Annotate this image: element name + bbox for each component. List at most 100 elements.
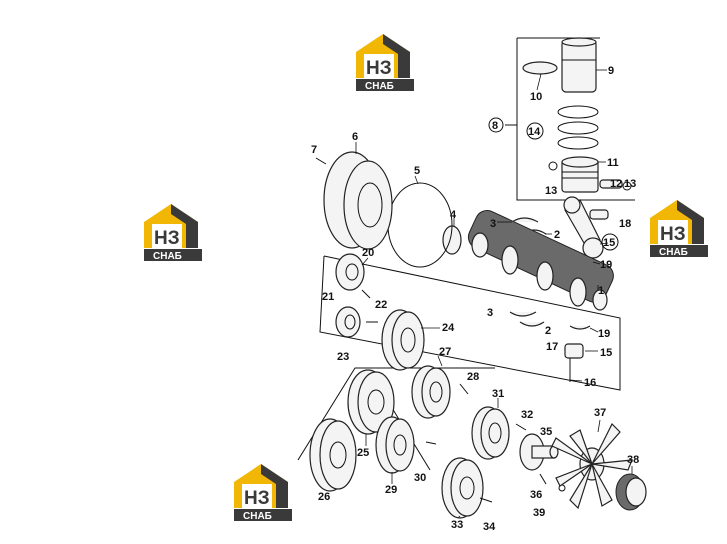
flywheel-bolt — [315, 157, 327, 165]
cooling-fan — [551, 422, 633, 510]
callout: 37 — [594, 407, 606, 419]
pulley-31 — [471, 406, 510, 460]
bearing-shell-lower-2 — [519, 321, 545, 327]
callout: 13 — [545, 185, 557, 197]
pulley-26 — [309, 418, 357, 492]
callout: 39 — [533, 507, 545, 519]
pin-retainer-right — [622, 181, 632, 191]
logo-sub-text: СНАБ — [153, 251, 182, 262]
callout: 28 — [467, 371, 479, 383]
callout: 7 — [311, 144, 317, 156]
watermark-logo: НЗ СНАБ — [646, 198, 708, 258]
callout: 13 — [624, 178, 636, 190]
watermark-logo: НЗ СНАБ — [230, 462, 292, 522]
viscous-fan-clutch — [615, 473, 647, 511]
small-end-bushing — [589, 209, 609, 220]
callout: 10 — [530, 91, 542, 103]
bolt-32 — [515, 423, 527, 431]
callout: 20 — [362, 247, 374, 259]
callout: 12 — [610, 178, 622, 190]
callout: 19 — [600, 259, 612, 271]
callout: 24 — [442, 322, 455, 334]
callout: 29 — [385, 484, 397, 496]
leader-lines — [355, 69, 633, 519]
crankshaft — [467, 210, 614, 311]
logo-sub-text: СНАБ — [365, 81, 394, 92]
callout: 11 — [607, 157, 619, 169]
piston — [561, 156, 599, 193]
connecting-rod — [563, 196, 604, 259]
house-logo-icon: НЗ СНАБ — [234, 464, 292, 522]
fan-hub — [519, 433, 559, 471]
house-logo-icon: НЗ СНАБ — [356, 34, 414, 92]
front-hub — [335, 253, 365, 291]
callout: 9 — [608, 65, 614, 77]
callout: 22 — [375, 299, 387, 311]
callout: 3 — [490, 218, 496, 230]
rod-cap — [564, 343, 584, 359]
callout: 35 — [540, 426, 552, 438]
callout: 4 — [450, 209, 457, 221]
logo-main-text: НЗ — [366, 58, 392, 79]
callout: 1 — [598, 285, 604, 297]
front-hub-small — [335, 306, 361, 338]
callout: 6 — [352, 131, 358, 143]
callout: 32 — [521, 409, 533, 421]
fan-hub-bolt — [539, 473, 547, 485]
watermark-logo: НЗ СНАБ — [352, 32, 414, 92]
callout-circle — [488, 117, 504, 133]
callout-circle — [526, 122, 544, 140]
callout: 2 — [545, 325, 551, 337]
callout: 2 — [554, 229, 560, 241]
piston-rings — [557, 105, 599, 150]
callout: 5 — [414, 165, 420, 177]
callout: 17 — [546, 341, 558, 353]
callout: 34 — [483, 521, 496, 533]
callout: 16 — [584, 377, 596, 389]
callout: 27 — [439, 346, 451, 358]
callout: 18 — [619, 218, 631, 230]
logo-main-text: НЗ — [154, 228, 180, 249]
flywheel-housing-gasket — [387, 182, 453, 268]
bearing-shell-upper — [511, 217, 539, 223]
pulley-25 — [347, 369, 395, 435]
hub-bolt — [361, 289, 371, 299]
watermark-logo: НЗ СНАБ — [140, 202, 202, 262]
callout: 14 — [528, 126, 541, 138]
house-logo-icon: НЗ СНАБ — [650, 200, 708, 258]
bolt-34 — [479, 497, 493, 503]
logo-sub-text: СНАБ — [243, 511, 272, 522]
piston-pin — [599, 179, 623, 189]
bearing-shell-lower — [509, 311, 537, 317]
callout: 36 — [530, 489, 542, 501]
rod-bearing-lower — [569, 325, 591, 330]
callout: 23 — [337, 351, 349, 363]
liner-seal-ring — [522, 61, 558, 75]
pulley-29 — [375, 416, 415, 474]
bolt-28 — [459, 383, 469, 395]
house-logo-icon: НЗ СНАБ — [144, 204, 202, 262]
callout: 15 — [600, 347, 612, 359]
damper-pulley — [381, 309, 425, 371]
callout: 3 — [487, 307, 493, 319]
logo-main-text: НЗ — [660, 224, 686, 245]
callout: 38 — [627, 454, 639, 466]
callout-circle — [601, 233, 619, 251]
callout: 30 — [414, 472, 426, 484]
callout: 26 — [318, 491, 330, 503]
callout: 15 — [603, 237, 615, 249]
callout: 33 — [451, 519, 463, 531]
callout: 21 — [322, 291, 334, 303]
cylinder-liner — [561, 37, 597, 93]
pulley-33 — [441, 457, 484, 519]
callout-labels: 1 2 2 3 3 4 5 6 7 8 9 10 11 12 13 13 14 … — [311, 65, 639, 533]
callout: 25 — [357, 447, 369, 459]
logo-sub-text: СНАБ — [659, 247, 688, 258]
logo-main-text: НЗ — [244, 488, 270, 509]
bolt-30 — [425, 441, 437, 445]
callout: 8 — [492, 120, 498, 132]
pin-retainer-left — [548, 161, 558, 171]
callout: 31 — [492, 388, 504, 400]
callout: 19 — [598, 328, 610, 340]
